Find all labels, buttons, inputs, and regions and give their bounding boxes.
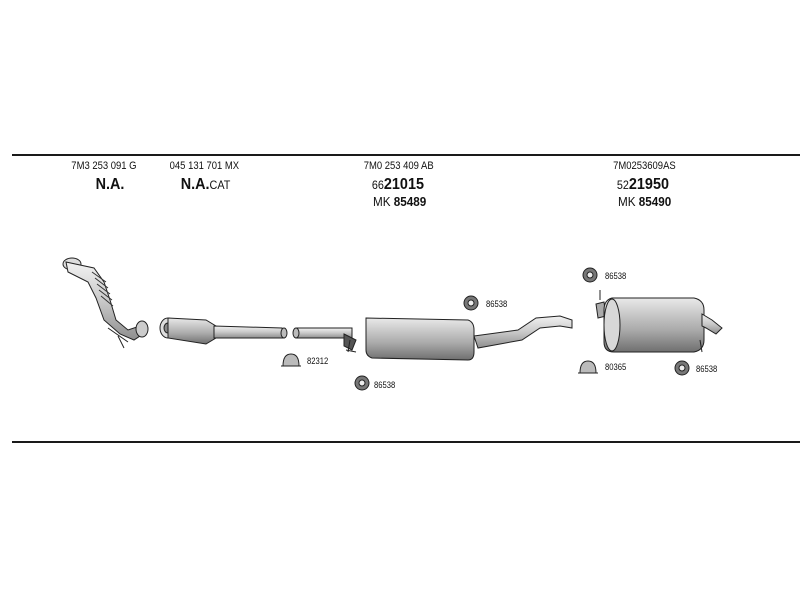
rubber-86538-label-1: 86538	[486, 299, 508, 309]
clamp-80365-icon	[578, 360, 598, 374]
rubber-hanger-86538-icon	[463, 295, 479, 311]
middle-silencer-mk-number: 85489	[393, 194, 427, 209]
middle-silencer-reference-number: 21015	[383, 176, 424, 193]
rear-silencer-part-number: 7M0253609AS	[613, 160, 676, 172]
middle-silencer-mk: MK 85489	[373, 195, 426, 208]
rear-silencer-mk: MK 85490	[618, 195, 671, 208]
middle-silencer-reference-prefix: 66	[371, 178, 384, 192]
rear-silencer-reference-prefix: 52	[616, 178, 629, 192]
bottom-divider	[12, 441, 800, 443]
catalyst-part	[159, 317, 288, 345]
clamp-82312-label: 82312	[307, 356, 329, 366]
rubber-hanger-86538-icon-3	[582, 267, 598, 283]
rubber-hanger-86538-icon-2	[354, 375, 370, 391]
rear-silencer-mk-prefix: MK	[617, 194, 636, 209]
middle-silencer-part	[292, 315, 573, 361]
middle-silencer-reference: 6621015	[372, 177, 424, 193]
middle-silencer-part-number: 7M0 253 409 AB	[363, 160, 434, 172]
front-pipe-part	[62, 257, 149, 349]
front-pipe-part-number: 7M3 253 091 G	[71, 160, 137, 172]
clamp-82312-icon	[281, 353, 301, 367]
rear-silencer-mk-number: 85490	[638, 194, 672, 209]
clamp-80365-label: 80365	[605, 362, 627, 372]
front-pipe-reference-text: N.A.	[95, 176, 125, 193]
rear-silencer-reference: 5221950	[617, 177, 669, 193]
rubber-86538-label-2: 86538	[374, 380, 396, 390]
rubber-86538-label-4: 86538	[696, 364, 718, 374]
top-divider	[12, 154, 800, 156]
front-pipe-reference: N.A.	[96, 177, 125, 193]
rubber-hanger-86538-icon-4	[674, 360, 690, 376]
catalyst-reference-text: N.A.	[180, 176, 210, 193]
catalyst-reference: N.A.CAT	[181, 177, 231, 193]
rear-silencer-reference-number: 21950	[628, 176, 669, 193]
rubber-86538-label-3: 86538	[605, 271, 627, 281]
middle-silencer-mk-prefix: MK	[372, 194, 391, 209]
rear-silencer-part	[595, 290, 723, 353]
catalyst-part-number: 045 131 701 MX	[169, 160, 240, 172]
catalyst-reference-suffix: CAT	[209, 178, 231, 192]
